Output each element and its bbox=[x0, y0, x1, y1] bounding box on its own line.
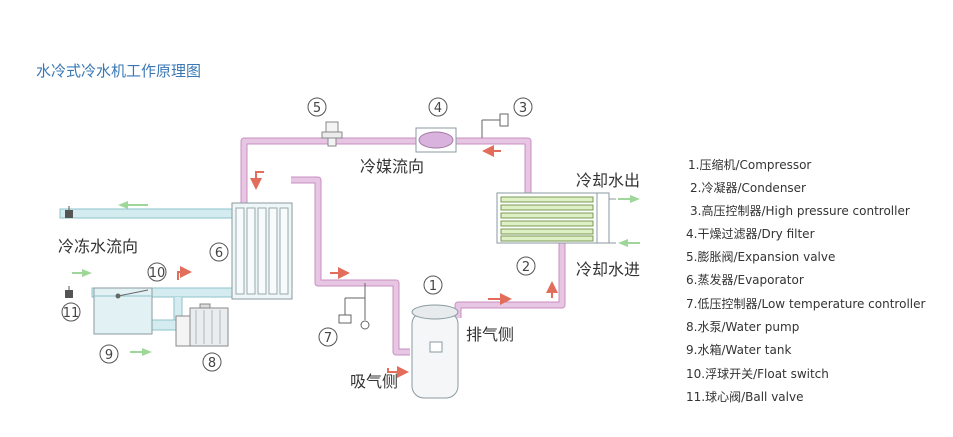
compressor bbox=[411, 304, 459, 399]
marker-8: 8 bbox=[208, 356, 216, 371]
refrigerant-flow-arrows bbox=[250, 145, 558, 378]
marker-2: 2 bbox=[522, 260, 530, 275]
water-tank bbox=[93, 287, 153, 335]
label-refrigerant-flow: 冷媒流向 bbox=[360, 157, 424, 176]
marker-10: 10 bbox=[149, 266, 166, 281]
number-markers bbox=[61, 97, 536, 372]
legend-item: 9.水箱/Water tank bbox=[686, 342, 791, 357]
legend-item: 3.高压控制器/High pressure controller bbox=[690, 203, 910, 218]
condenser bbox=[496, 192, 616, 244]
legend-item: 4.干燥过滤器/Dry filter bbox=[686, 227, 815, 241]
label-suction-side: 吸气侧 bbox=[350, 372, 398, 391]
legend-item: 5.膨胀阀/Expansion valve bbox=[686, 250, 835, 264]
legend-item: 6.蒸发器/Evaporator bbox=[686, 272, 804, 287]
label-discharge-side: 排气侧 bbox=[466, 325, 514, 344]
legend-item: 1.压缩机/Compressor bbox=[688, 157, 811, 172]
label-cooling-water-out: 冷却水出 bbox=[576, 171, 640, 190]
legend-item: 7.低压控制器/Low temperature controller bbox=[686, 297, 925, 311]
marker-11: 11 bbox=[63, 306, 80, 321]
legend: 1.压缩机/Compressor 2.冷凝器/Condenser 3.高压控制器… bbox=[686, 157, 925, 404]
page-title: 水冷式冷水机工作原理图 bbox=[36, 62, 202, 80]
expansion-valve bbox=[321, 121, 343, 147]
marker-6: 6 bbox=[215, 246, 223, 261]
marker-5: 5 bbox=[313, 101, 321, 116]
ball-valves bbox=[65, 206, 73, 298]
high-pressure-controller bbox=[481, 113, 509, 138]
legend-item: 11.球心阀/Ball valve bbox=[686, 390, 803, 404]
legend-item: 10.浮球开关/Float switch bbox=[686, 367, 829, 381]
marker-3: 3 bbox=[519, 101, 527, 116]
legend-item: 2.冷凝器/Condenser bbox=[690, 180, 806, 195]
label-cooling-water-in: 冷却水进 bbox=[576, 260, 640, 279]
dry-filter bbox=[415, 127, 457, 153]
marker-1: 1 bbox=[429, 279, 437, 294]
marker-4: 4 bbox=[434, 101, 442, 116]
water-pump bbox=[175, 303, 229, 347]
marker-7: 7 bbox=[324, 331, 332, 346]
evaporator bbox=[231, 202, 293, 300]
low-pressure-controller bbox=[338, 283, 370, 330]
legend-item: 8.水泵/Water pump bbox=[686, 320, 799, 334]
marker-9: 9 bbox=[105, 348, 113, 363]
float-switch-arrow bbox=[177, 266, 192, 280]
label-chilled-water-flow: 冷冻水流向 bbox=[58, 237, 138, 256]
